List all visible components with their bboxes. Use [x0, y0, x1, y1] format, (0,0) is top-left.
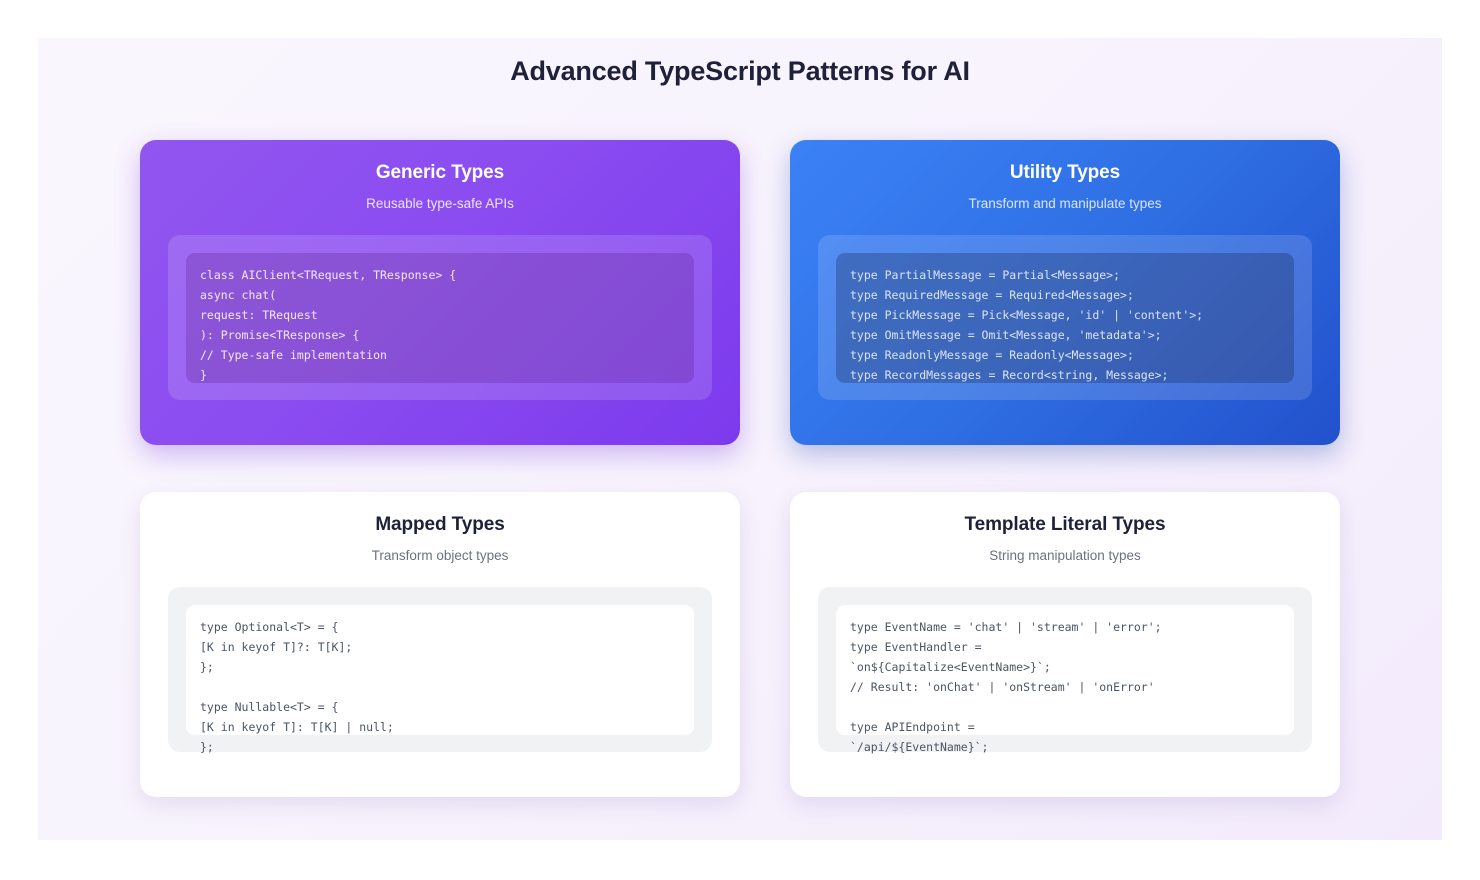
code-block[interactable]: class AIClient<TRequest, TResponse> { as…: [186, 253, 694, 383]
card-mapped-types[interactable]: Mapped Types Transform object types type…: [140, 492, 740, 797]
card-generic-types[interactable]: Generic Types Reusable type-safe APIs cl…: [140, 140, 740, 445]
page-container: Advanced TypeScript Patterns for AI Gene…: [38, 38, 1442, 840]
card-subtitle: Reusable type-safe APIs: [366, 196, 514, 211]
code-block[interactable]: type PartialMessage = Partial<Message>; …: [836, 253, 1294, 383]
code-block[interactable]: type EventName = 'chat' | 'stream' | 'er…: [836, 605, 1294, 754]
card-subtitle: Transform object types: [371, 548, 509, 563]
card-utility-types[interactable]: Utility Types Transform and manipulate t…: [790, 140, 1340, 445]
code-block[interactable]: type Optional<T> = { [K in keyof T]?: T[…: [186, 605, 694, 754]
card-title: Utility Types: [1009, 162, 1121, 183]
code-panel: type PartialMessage = Partial<Message>; …: [818, 235, 1312, 400]
code-panel: type EventName = 'chat' | 'stream' | 'er…: [818, 587, 1312, 754]
card-title: Mapped Types: [375, 514, 505, 535]
card-title: Generic Types: [375, 162, 505, 183]
card-template-literal-types[interactable]: Template Literal Types String manipulati…: [790, 492, 1340, 797]
code-panel: class AIClient<TRequest, TResponse> { as…: [168, 235, 712, 400]
code-panel: type Optional<T> = { [K in keyof T]?: T[…: [168, 587, 712, 754]
page-title: Advanced TypeScript Patterns for AI: [510, 56, 970, 86]
card-grid: Generic Types Reusable type-safe APIs cl…: [140, 140, 1340, 797]
card-subtitle: Transform and manipulate types: [968, 196, 1162, 211]
card-subtitle: String manipulation types: [989, 548, 1141, 563]
card-title: Template Literal Types: [964, 514, 1166, 535]
